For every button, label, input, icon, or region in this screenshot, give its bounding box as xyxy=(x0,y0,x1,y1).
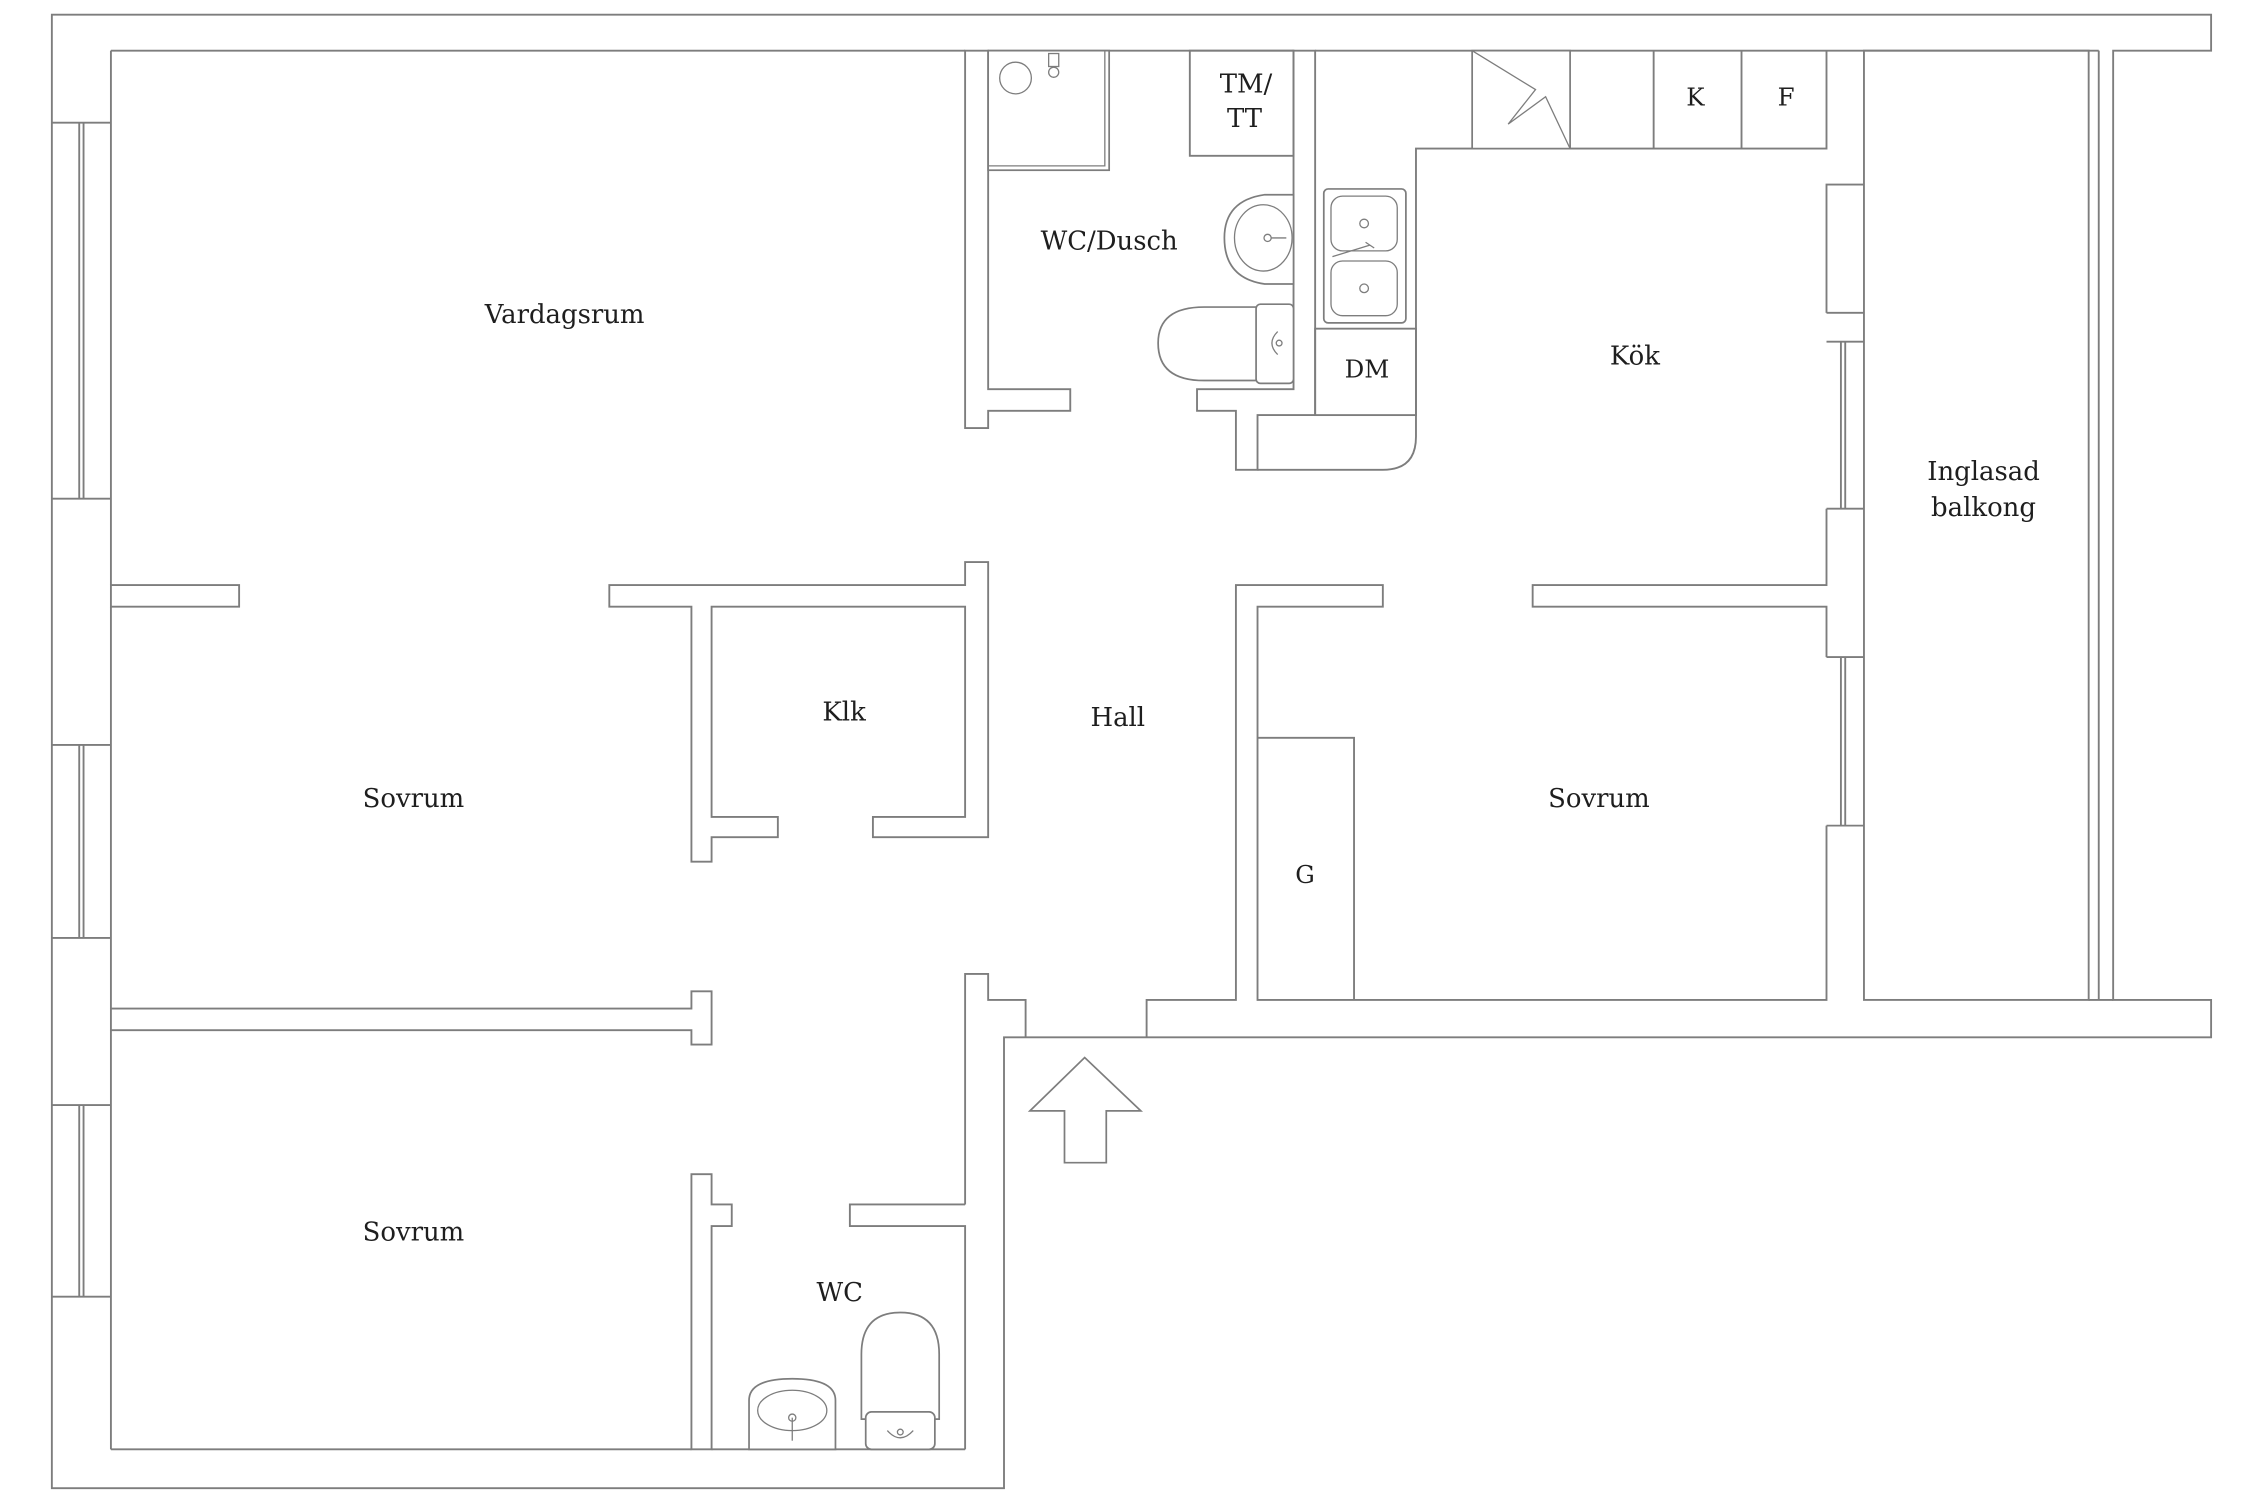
entrance-arrow-icon xyxy=(1027,1056,1144,1164)
room-label-sovrum-west: Sovrum xyxy=(363,784,465,814)
wall-sovrum-sovrum xyxy=(109,990,713,1046)
room-label-wc-dusch: WC/Dusch xyxy=(1041,226,1178,256)
label-dm: DM xyxy=(1345,355,1390,384)
dishwasher xyxy=(1314,327,1417,417)
toilet-icon xyxy=(1157,303,1295,385)
washbasin-icon xyxy=(748,1377,837,1451)
stove-icon xyxy=(1471,49,1571,150)
toilet-icon xyxy=(860,1311,941,1451)
room-label-hall: Hall xyxy=(1090,703,1145,733)
room-label-wc: WC xyxy=(817,1278,863,1308)
window-sovrum-south xyxy=(51,1104,111,1298)
room-label-vardagsrum: Vardagsrum xyxy=(484,300,645,330)
kitchen-counter xyxy=(1257,50,1828,471)
kitchen-sink-icon xyxy=(1322,188,1407,324)
label-tm-tt-line2: TT xyxy=(1227,104,1263,134)
wall-wc-top xyxy=(848,1203,967,1450)
window-sovrum-west xyxy=(51,744,111,939)
shower-icon xyxy=(987,49,1111,172)
glazed-balcony xyxy=(1863,49,2114,1001)
wall-sovrum-wc xyxy=(690,1173,733,1451)
room-label-klk: Klk xyxy=(822,697,866,727)
wardrobe xyxy=(1257,736,1355,1000)
window-vardagsrum xyxy=(51,121,111,500)
wall-hall-sovrum-east xyxy=(1145,183,1864,1038)
label-f: F xyxy=(1778,82,1795,111)
label-g: G xyxy=(1295,860,1315,889)
window-sovrum-east xyxy=(1826,656,1864,827)
exterior-wall-outline xyxy=(50,13,2213,1490)
room-label-balkong-line1: Inglasad xyxy=(1927,457,2040,487)
room-label-sovrum-east: Sovrum xyxy=(1548,784,1650,814)
wall-klk xyxy=(608,561,990,863)
washbasin-icon xyxy=(1223,193,1295,285)
room-label-balkong-line2: balkong xyxy=(1931,493,2036,523)
cabinet-dividers xyxy=(1652,50,1743,149)
wall-bathroom-right xyxy=(1196,49,1317,471)
window-kok xyxy=(1826,311,1864,510)
laundry-box xyxy=(1188,49,1295,157)
room-label-sovrum-south: Sovrum xyxy=(363,1217,465,1247)
label-k: K xyxy=(1686,82,1705,111)
room-label-kok: Kök xyxy=(1610,342,1660,372)
label-tm-tt-line1: TM/ xyxy=(1220,69,1273,99)
wall-vardagsrum-sovrum xyxy=(109,584,241,608)
